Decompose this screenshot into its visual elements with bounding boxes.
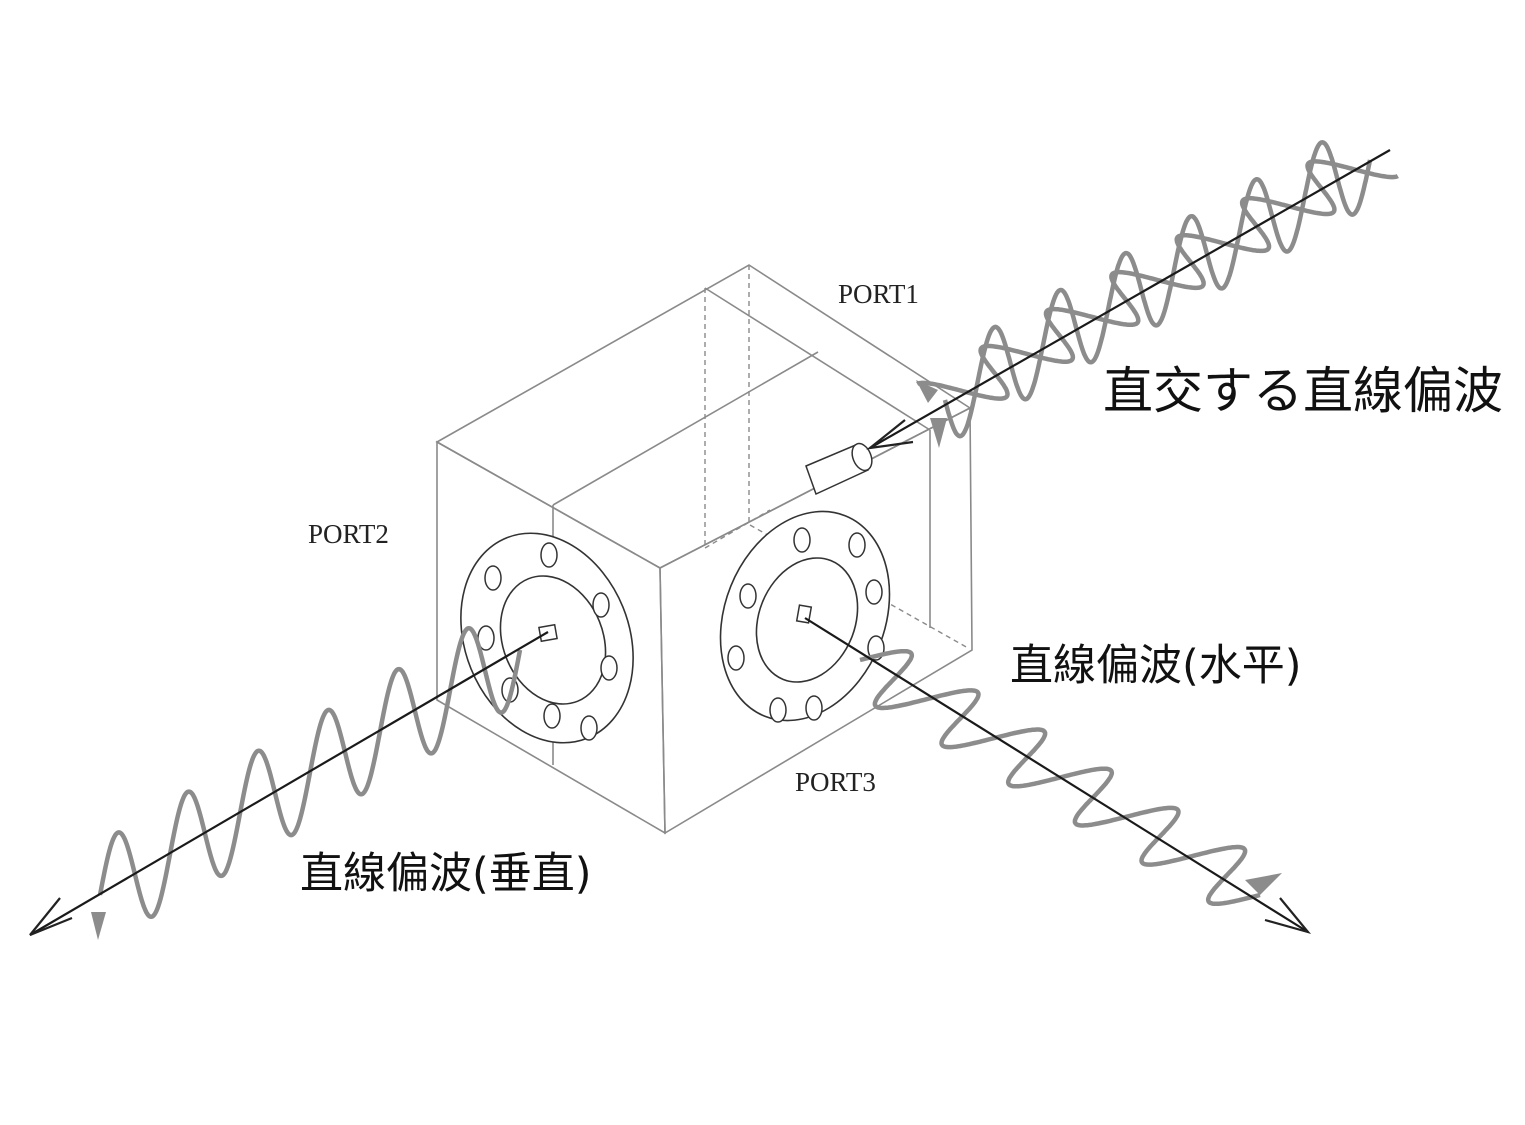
inner-line: [704, 287, 931, 431]
vertical-output-label: 直線偏波(垂直): [300, 849, 592, 899]
inner-line: [552, 351, 819, 506]
input-wave-label: 直交する直線偏波: [1103, 362, 1503, 420]
port3-label: PORT3: [795, 767, 876, 797]
port2-axis-arrow: [29, 631, 549, 937]
port1-label: PORT1: [838, 279, 919, 309]
input-wave-tip: [916, 380, 938, 403]
hidden-edge: [704, 509, 771, 549]
input-axis-arrow: [866, 149, 1391, 450]
hidden-edge: [749, 524, 969, 649]
port1-cylinder: [805, 442, 873, 496]
vertical-polarization-tip: [930, 418, 947, 448]
waves-layer: [97, 140, 1400, 920]
horizontal-output-label: 直線偏波(水平): [1010, 641, 1302, 691]
input-wave-vertical: [942, 140, 1373, 439]
box-top-face: [435, 264, 972, 569]
port2-label: PORT2: [308, 519, 389, 549]
horizontal-output-tip: [1245, 873, 1282, 895]
port2-flange: [460, 532, 634, 744]
vertical-output-tip: [91, 912, 106, 940]
orthomode-transducer-icon: [435, 264, 973, 835]
input-wave-horizontal: [915, 159, 1400, 401]
port3-axis-arrow: [804, 617, 1312, 934]
